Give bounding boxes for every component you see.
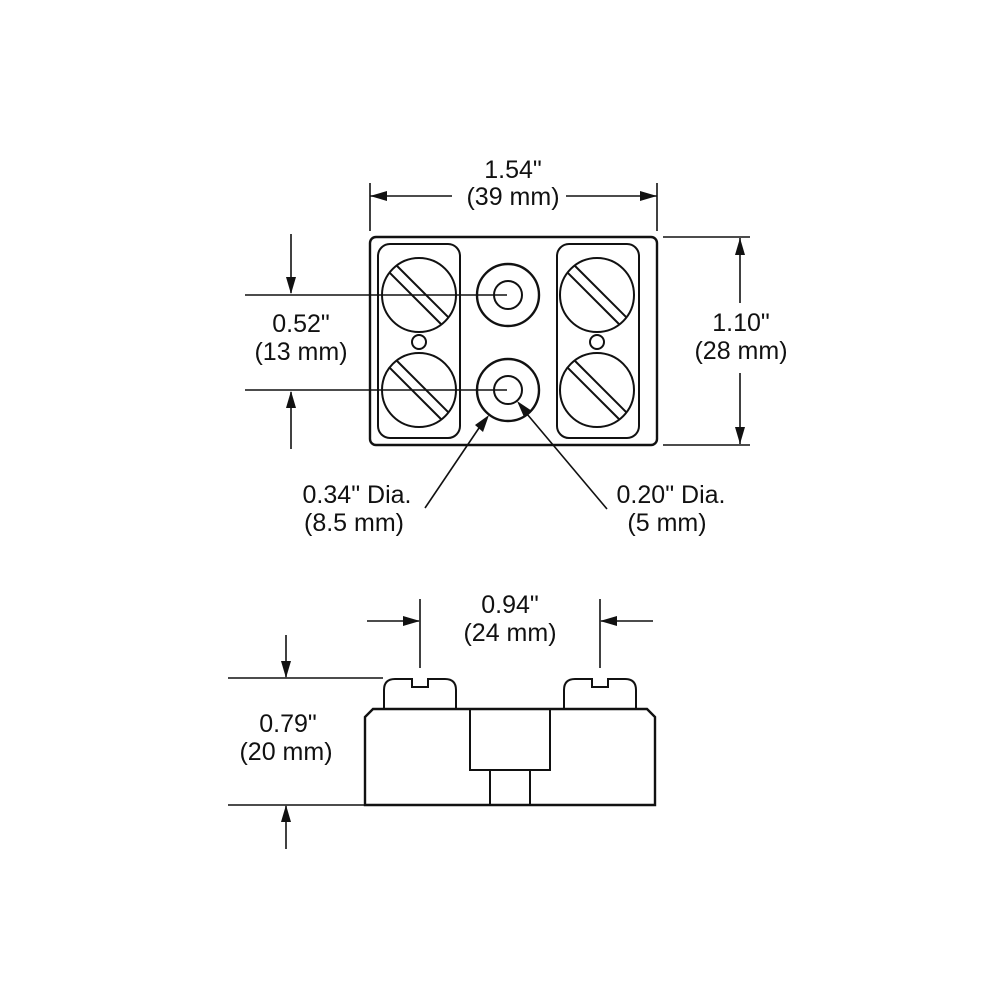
dim-width-mm: (39 mm)	[466, 183, 559, 211]
wire-hole-top-outer	[475, 262, 541, 328]
screw-slot-bottom-left	[389, 360, 449, 420]
screw-slot-top-right	[567, 265, 627, 325]
leader-arrowhead	[475, 415, 489, 432]
arrowhead-left	[600, 616, 617, 626]
dim-height-inches: 0.79"	[259, 710, 317, 738]
small-hole-right	[589, 334, 605, 350]
top-view: 1.54" (39 mm) 1.10" (28 mm) 0.52" (13 mm…	[245, 156, 788, 537]
screw-bottom-right	[559, 352, 635, 428]
arrowhead-up	[735, 238, 745, 255]
screw-head-right	[563, 678, 637, 710]
dimension-overall-height: 0.79" (20 mm)	[228, 635, 383, 849]
front-view: 0.94" (24 mm) 0.79" (20 mm)	[228, 591, 657, 849]
center-block	[469, 709, 551, 771]
arrowhead-down	[281, 661, 291, 678]
wire-hole-bottom-inner	[493, 375, 523, 405]
dimension-overall-depth: 1.10" (28 mm)	[663, 236, 788, 446]
dim-depth-mm: (28 mm)	[694, 337, 787, 365]
front-view-body	[363, 678, 657, 807]
right-screw-well	[556, 243, 640, 439]
arrowhead-right	[640, 191, 657, 201]
arrowhead-up	[281, 805, 291, 822]
screw-bottom-left	[381, 352, 457, 428]
arrowhead-up	[286, 391, 296, 408]
wire-hole-top-inner	[493, 280, 523, 310]
body-outline	[363, 707, 657, 807]
dimension-terminal-pitch: 0.52" (13 mm)	[254, 234, 348, 449]
screw-slot-bottom-right	[567, 360, 627, 420]
screw-slot-top-left	[389, 265, 449, 325]
inner-hole-label: 0.20" Dia.	[617, 481, 726, 509]
screw-head-left	[383, 678, 457, 710]
arrowhead-down	[286, 277, 296, 294]
callout-inner-hole: 0.20" Dia. (5 mm)	[517, 401, 725, 537]
dim-spacing-mm: (24 mm)	[463, 619, 556, 647]
dim-pitch-mm: (13 mm)	[254, 338, 347, 366]
arrowhead-right	[403, 616, 420, 626]
top-view-body	[245, 235, 659, 447]
inner-hole-mm: (5 mm)	[627, 509, 706, 537]
leader-line	[424, 427, 480, 509]
dimension-screw-spacing: 0.94" (24 mm)	[367, 591, 653, 668]
arrowhead-left	[370, 191, 387, 201]
outer-hole-label: 0.34" Dia.	[303, 481, 412, 509]
dim-width-inches: 1.54"	[484, 156, 542, 184]
dim-height-mm: (20 mm)	[239, 738, 332, 766]
leader-arrowhead	[517, 401, 532, 417]
dim-depth-inches: 1.10"	[712, 309, 770, 337]
left-screw-well	[377, 243, 461, 439]
outer-hole-mm: (8.5 mm)	[304, 509, 404, 537]
callout-outer-hole: 0.34" Dia. (8.5 mm)	[303, 415, 489, 537]
small-hole-left	[411, 334, 427, 350]
arrowhead-down	[735, 427, 745, 444]
dim-spacing-inches: 0.94"	[481, 591, 539, 619]
wire-hole-bottom-outer	[475, 357, 541, 423]
screw-top-left	[381, 257, 457, 333]
body-outline	[368, 235, 659, 447]
screw-top-right	[559, 257, 635, 333]
dimension-overall-width: 1.54" (39 mm)	[369, 156, 658, 231]
dim-pitch-inches: 0.52"	[272, 310, 330, 338]
leader-line	[526, 413, 608, 510]
